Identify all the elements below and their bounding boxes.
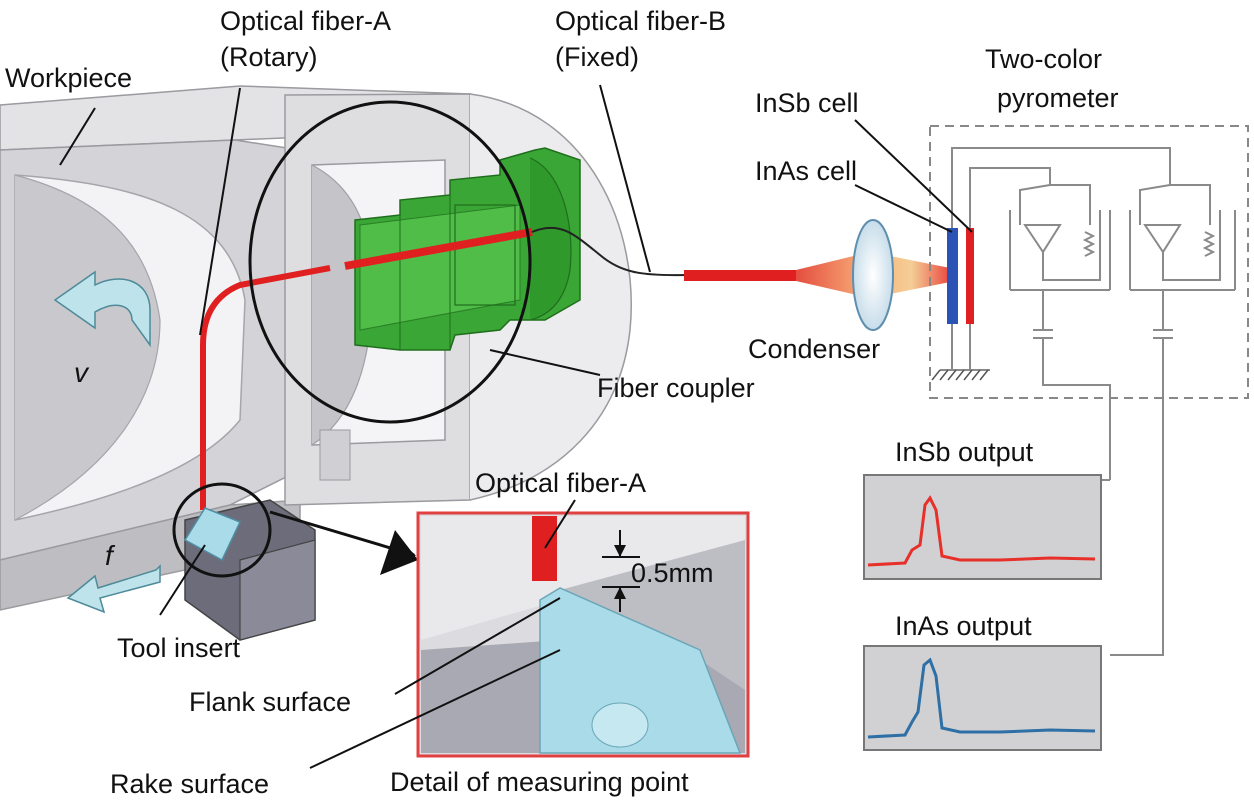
leader-lines: [59, 84, 973, 769]
insb-cell: [966, 228, 974, 324]
pyrometer-label: Two-color: [985, 44, 1102, 74]
fiber-coupler-body: [354, 147, 581, 351]
condenser-label: Condenser: [748, 334, 880, 364]
pyrometer-sublabel: pyrometer: [997, 83, 1119, 113]
fiber-a-sublabel: (Rotary): [220, 42, 318, 72]
optical-fiber-a: [200, 228, 533, 510]
inas-cell-label: InAs cell: [755, 156, 857, 186]
inas-signal: [867, 657, 1096, 739]
fiber-coupler-label: Fiber coupler: [597, 373, 755, 403]
pyrometer-box: [929, 125, 1249, 656]
gap-dimension-label: 0.5mm: [631, 558, 714, 588]
detail-insert: [539, 587, 742, 754]
fiber-a-label: Optical fiber-A: [220, 6, 391, 36]
fiber-b-thin: [531, 226, 687, 277]
fiber-b-label: Optical fiber-B: [555, 6, 726, 36]
insert-callout-circle: [172, 482, 272, 578]
inas-output-panel: [863, 645, 1102, 751]
insb-cell-label: InSb cell: [755, 88, 859, 118]
detail-fiber-a: [532, 516, 557, 581]
feed-arrow: [66, 564, 161, 614]
insb-output-panel: [863, 474, 1102, 580]
insb-output-label: InSb output: [895, 437, 1034, 467]
fiber-b-sublabel: (Fixed): [555, 42, 639, 72]
tool-insert: [183, 507, 242, 562]
tool-insert-label: Tool insert: [117, 633, 241, 663]
v-label: v: [74, 357, 90, 388]
optical-fiber-b: [684, 270, 796, 281]
detail-inset: [416, 511, 750, 758]
inas-output-label: InAs output: [895, 611, 1032, 641]
detail-fiber-a-label: Optical fiber-A: [475, 468, 646, 498]
condenser-lens: [852, 219, 894, 331]
f-label: f: [105, 540, 116, 571]
insb-signal: [867, 495, 1096, 567]
flank-surface-label: Flank surface: [189, 687, 351, 717]
rotation-arrow: [53, 270, 151, 348]
inas-cell: [947, 228, 958, 324]
rake-surface-label: Rake surface: [110, 769, 269, 799]
coupler-callout-circle: [248, 100, 532, 424]
workpiece-label: Workpiece: [5, 63, 132, 93]
detail-caption: Detail of measuring point: [390, 767, 689, 797]
detail-arrow-head: [380, 530, 418, 575]
